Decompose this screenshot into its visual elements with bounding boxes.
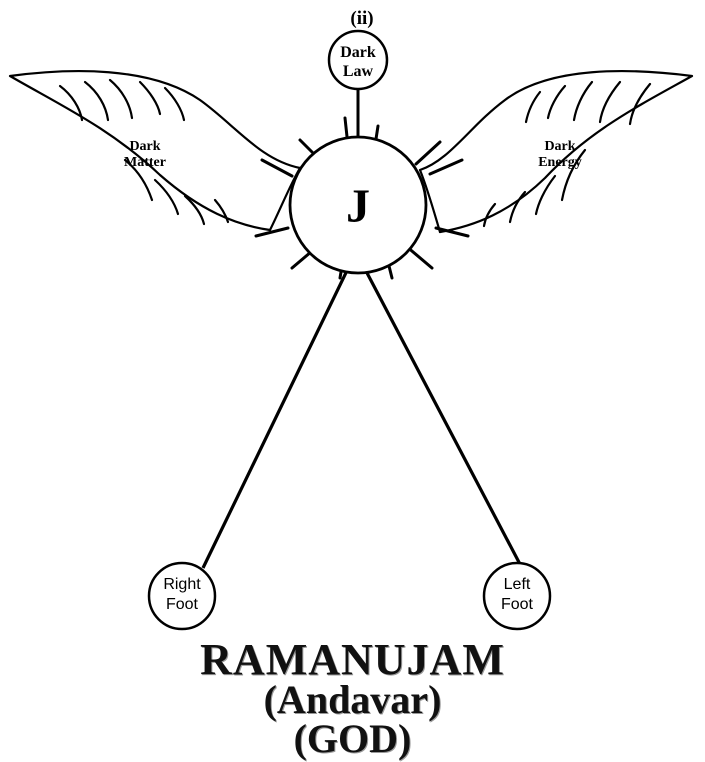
label-dark-matter-line2: Matter — [124, 155, 166, 170]
node-dark-law-line1: Dark — [340, 44, 376, 61]
node-left-foot: Left Foot — [484, 563, 550, 629]
node-right-foot: Right Foot — [149, 563, 215, 629]
node-right-foot-line2: Foot — [166, 596, 199, 613]
node-right-foot-line1: Right — [163, 576, 201, 593]
connector-right-foot — [203, 252, 356, 568]
caption-role: (GOD) — [0, 715, 705, 762]
connector-left-foot — [356, 252, 522, 568]
node-dark-law: Dark Law — [329, 31, 387, 89]
node-left-foot-line2: Foot — [501, 596, 534, 613]
node-left-foot-line1: Left — [504, 576, 531, 593]
label-dark-energy-line1: Dark — [544, 139, 575, 154]
label-dark-energy-line2: Energy — [538, 155, 582, 170]
label-dark-matter-line1: Dark — [129, 139, 160, 154]
figure-label: (ii) — [350, 8, 373, 29]
node-center-j: J — [290, 137, 426, 273]
node-dark-law-line2: Law — [343, 63, 374, 80]
node-center-label: J — [346, 180, 370, 233]
